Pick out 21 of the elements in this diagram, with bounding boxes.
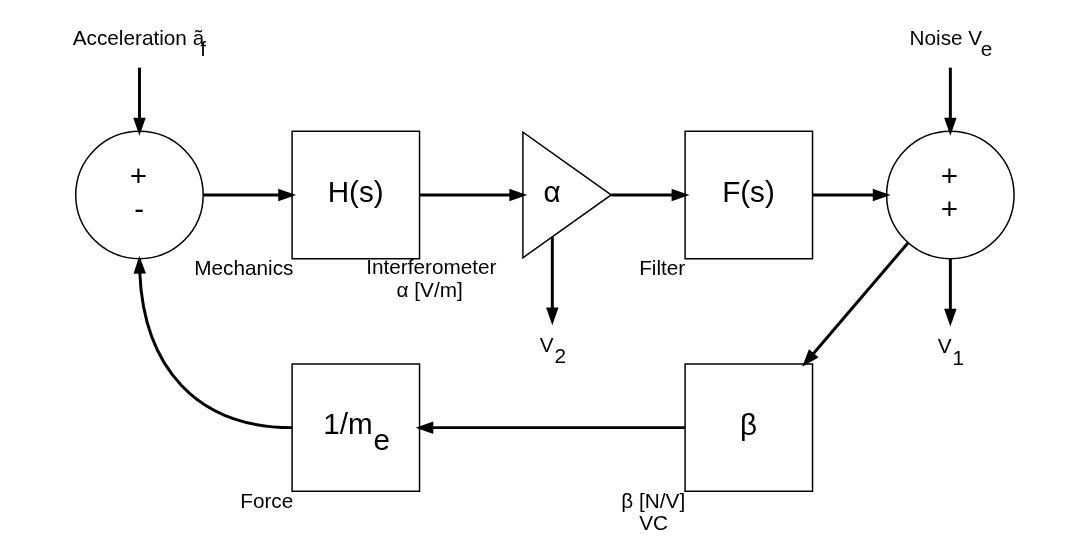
node-label: β [N/V] [620, 488, 685, 512]
node-circle: + + [885, 130, 1015, 260]
arrow [610, 188, 689, 202]
node-label: α [V/m] [396, 277, 463, 301]
node-label: Force [239, 488, 293, 512]
node-circle: + - [74, 130, 204, 260]
arrow [415, 421, 685, 434]
arrow [202, 188, 296, 202]
node-label: VC [638, 511, 668, 535]
node-box: H(s) [290, 130, 420, 260]
arrow [132, 67, 146, 136]
arrow [943, 259, 957, 327]
arrow [812, 188, 891, 202]
node-box: β [683, 363, 813, 493]
arrow [419, 188, 527, 202]
node-label: Filter [638, 256, 685, 280]
arrow [801, 241, 909, 367]
node-box: F(s) [683, 130, 813, 260]
arrow [133, 255, 292, 430]
arrow [943, 67, 957, 136]
arrow [545, 237, 559, 326]
